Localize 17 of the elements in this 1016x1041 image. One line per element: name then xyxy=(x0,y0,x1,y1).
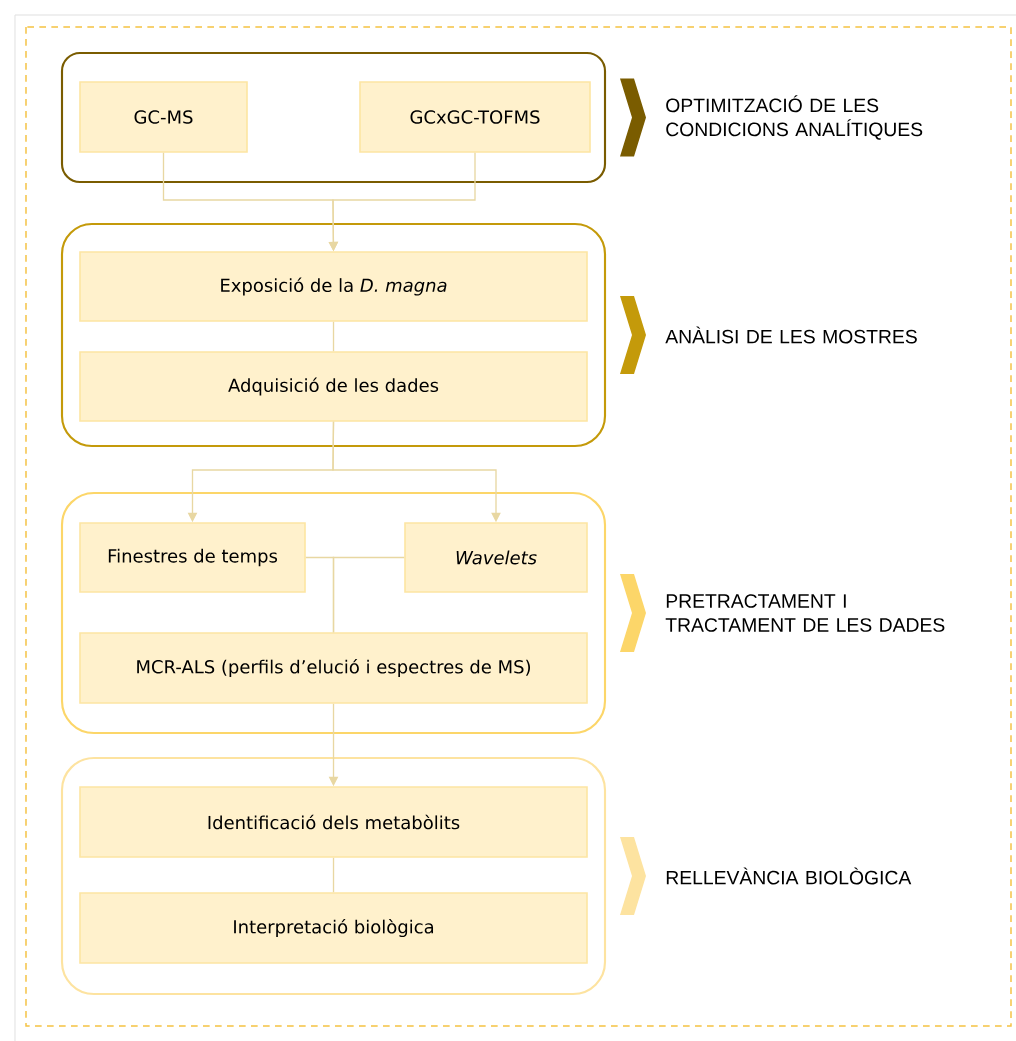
process-box: GCxGC-TOFMS xyxy=(359,81,591,153)
stage-label: RELLEVÀNCIA BIOLÒGICA xyxy=(666,867,912,885)
stage-group-box xyxy=(60,756,607,996)
stage-group-box xyxy=(60,222,607,448)
stage-label: PRETRACTAMENT I TRACTAMENT DE LES DADES xyxy=(665,594,945,632)
process-box: Finestres de temps xyxy=(79,522,306,593)
stage-group-box xyxy=(60,51,607,184)
stage-group-box xyxy=(60,491,607,735)
process-box: Wavelets xyxy=(404,522,588,593)
process-box: GC-MS xyxy=(79,81,248,153)
process-box: Interpretació biològica xyxy=(79,892,588,964)
process-box: Identificació dels metabòlits xyxy=(79,786,588,858)
process-box: Adquisició de les dades xyxy=(79,351,588,422)
stage-label: OPTIMITZACIÓ DE LES CONDICIONS ANALÍTIQUES xyxy=(666,95,923,140)
process-box: Exposició de la D. magna xyxy=(79,251,588,322)
process-box: MCR-ALS (perfils d’elució i espectres de MS) xyxy=(79,632,588,704)
stage-label: ANÀLISI DE LES MOSTRES xyxy=(665,326,917,344)
